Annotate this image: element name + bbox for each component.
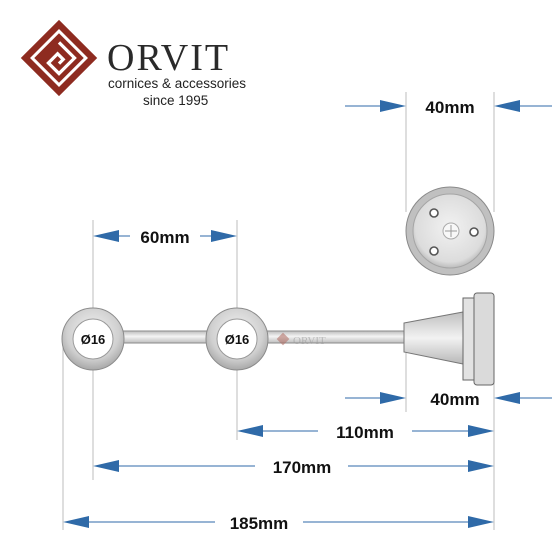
ring-left: Ø16 [61,307,125,371]
base-flange [462,297,475,381]
dim-base-depth: 40mm [430,390,479,409]
ring-left-label: Ø16 [81,332,106,347]
dim-hole-spacing: 60mm [140,228,189,247]
dim-reach-170: 170mm [273,458,332,477]
dim-top-width: 40mm [425,98,474,117]
ring-right-label: Ø16 [225,332,250,347]
brand-tagline: cornices & accessories [108,76,246,91]
bracket-side-view: Ø16 Ø16 ORVIT [61,292,495,386]
center-screw-icon [442,222,460,240]
screw-hole-icon [469,227,479,237]
dim-reach-110: 110mm [336,423,394,442]
dimension-arrows [63,100,552,528]
brand-name: ORVIT [107,37,230,79]
dimension-labels: 40mm 60mm 40mm 110mm 170mm 185mm [140,98,479,533]
screw-hole-icon [429,246,439,256]
watermark: ORVIT [276,332,326,347]
watermark-text: ORVIT [293,335,326,347]
base-plate-top-view [405,186,495,276]
screw-hole-icon [429,208,439,218]
base-plate [473,292,495,386]
dim-total: 185mm [230,514,289,533]
logo-mark-icon [20,19,98,97]
ring-right: Ø16 [205,307,269,371]
brand-logo: ORVIT cornices & accessories since 1995 [20,19,246,108]
brand-since: since 1995 [143,93,208,108]
bracket-cone [403,311,464,365]
